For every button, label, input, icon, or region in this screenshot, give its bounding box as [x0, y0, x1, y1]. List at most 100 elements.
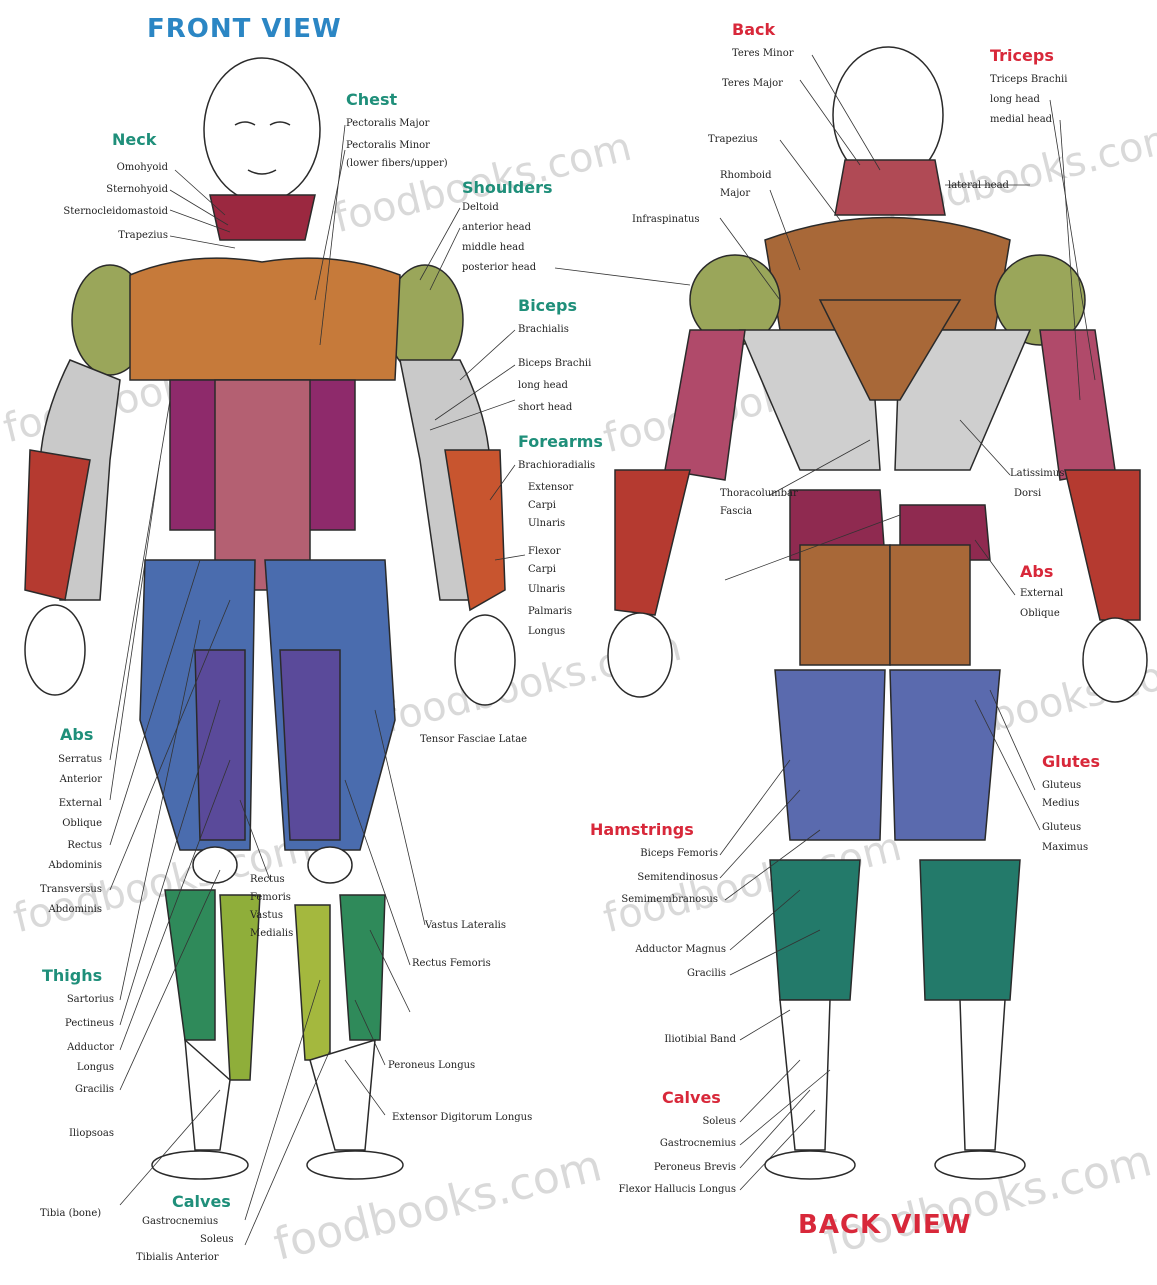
- label: Fascia: [720, 504, 752, 519]
- front-group-chest-title: Chest: [346, 90, 397, 109]
- front-left-quad: [195, 650, 245, 840]
- label: Ulnaris: [528, 582, 565, 597]
- back-group-abs-title: Abs: [1020, 562, 1053, 581]
- label: Peroneus Longus: [388, 1058, 475, 1073]
- label: Rectus: [250, 872, 285, 887]
- front-head: [204, 58, 320, 202]
- label: Extensor Digitorum Longus: [392, 1110, 532, 1125]
- back-right-glute: [890, 545, 970, 665]
- label: Femoris: [250, 890, 291, 905]
- label: short head: [518, 400, 572, 415]
- label: Soleus: [200, 1232, 234, 1247]
- label: Gastrocnemius: [142, 1214, 218, 1229]
- label: Teres Minor: [732, 46, 794, 61]
- back-view-title: BACK VIEW: [798, 1210, 971, 1240]
- label: Omohyoid: [60, 160, 168, 175]
- back-left-hamstring: [775, 670, 885, 840]
- back-left-foot: [765, 1151, 855, 1179]
- label: Rhomboid: [720, 168, 772, 183]
- label: Thoracolumbar: [720, 486, 798, 501]
- back-group-hamstrings-title: Hamstrings: [590, 820, 694, 839]
- back-right-hamstring: [890, 670, 1000, 840]
- label: Dorsi: [1014, 486, 1041, 501]
- front-view-title: FRONT VIEW: [147, 14, 342, 44]
- back-right-triceps: [1040, 330, 1115, 480]
- label: Iliotibial Band: [590, 1032, 736, 1047]
- label: Tensor Fasciae Latae: [420, 732, 527, 747]
- label: External: [20, 796, 102, 811]
- front-neck-muscles: [210, 195, 315, 240]
- label: Maximus: [1042, 840, 1088, 855]
- label: Medius: [1042, 796, 1079, 811]
- label: Carpi: [528, 562, 556, 577]
- label: posterior head: [462, 260, 536, 275]
- back-neck: [835, 160, 945, 215]
- back-right-forearm: [1065, 470, 1140, 620]
- label: Vastus: [250, 908, 283, 923]
- label: Peroneus Brevis: [600, 1160, 736, 1175]
- label: Vastus Lateralis: [425, 918, 506, 933]
- label: Carpi: [528, 498, 556, 513]
- label: Trapezius: [60, 228, 168, 243]
- label: Gluteus: [1042, 778, 1081, 793]
- back-right-hand: [1083, 618, 1147, 702]
- back-group-triceps-title: Triceps: [990, 46, 1054, 65]
- label: External: [1020, 586, 1063, 601]
- front-right-knee: [308, 847, 352, 883]
- label: Oblique: [1020, 606, 1060, 621]
- label: Teres Major: [722, 76, 783, 91]
- back-left-forearm: [615, 470, 690, 615]
- front-group-abs-title: Abs: [60, 725, 93, 744]
- front-rectus: [215, 380, 310, 590]
- label: Longus: [528, 624, 565, 639]
- back-group-calves-title: Calves: [662, 1088, 721, 1107]
- label: Infraspinatus: [632, 212, 700, 227]
- label: long head: [518, 378, 568, 393]
- label: medial head: [990, 112, 1052, 127]
- label: Anterior: [20, 772, 102, 787]
- front-group-forearms-title: Forearms: [518, 432, 603, 451]
- label: Sternohyoid: [60, 182, 168, 197]
- label: Abdominis: [20, 902, 102, 917]
- label: Trapezius: [708, 132, 758, 147]
- label: Soleus: [600, 1114, 736, 1129]
- label: Tibia (bone): [40, 1206, 101, 1221]
- front-figure: [25, 58, 515, 1179]
- front-group-neck-title: Neck: [112, 130, 156, 149]
- label: Flexor Hallucis Longus: [580, 1182, 736, 1197]
- label: Pectineus: [20, 1016, 114, 1031]
- label: Adductor Magnus: [590, 942, 726, 957]
- label: Biceps Femoris: [590, 846, 718, 861]
- label: (lower fibers/upper): [346, 156, 448, 171]
- front-group-shoulders-title: Shoulders: [462, 178, 553, 197]
- front-right-foot: [307, 1151, 403, 1179]
- front-right-calf: [340, 895, 385, 1040]
- label: middle head: [462, 240, 525, 255]
- front-left-hand: [25, 605, 85, 695]
- front-group-thighs-title: Thighs: [42, 966, 102, 985]
- label: Tibialis Anterior: [136, 1250, 219, 1265]
- label: Major: [720, 186, 750, 201]
- label: Abdominis: [20, 858, 102, 873]
- label: Serratus: [20, 752, 102, 767]
- back-left-hand: [608, 613, 672, 697]
- label: Sternocleidomastoid: [20, 204, 168, 219]
- label: Triceps Brachii: [990, 72, 1067, 87]
- label: Brachioradialis: [518, 458, 595, 473]
- label: Rectus: [20, 838, 102, 853]
- label: Gluteus: [1042, 820, 1081, 835]
- back-left-triceps: [665, 330, 745, 480]
- label: Gracilis: [590, 966, 726, 981]
- label: Flexor: [528, 544, 561, 559]
- front-group-biceps-title: Biceps: [518, 296, 577, 315]
- label: Deltoid: [462, 200, 499, 215]
- front-group-calves-title: Calves: [172, 1192, 231, 1211]
- front-right-hand: [455, 615, 515, 705]
- label: Oblique: [20, 816, 102, 831]
- front-chest: [130, 258, 400, 380]
- label: Adductor: [20, 1040, 114, 1055]
- label: Ulnaris: [528, 516, 565, 531]
- label: lateral head: [948, 178, 1009, 193]
- label: Brachialis: [518, 322, 569, 337]
